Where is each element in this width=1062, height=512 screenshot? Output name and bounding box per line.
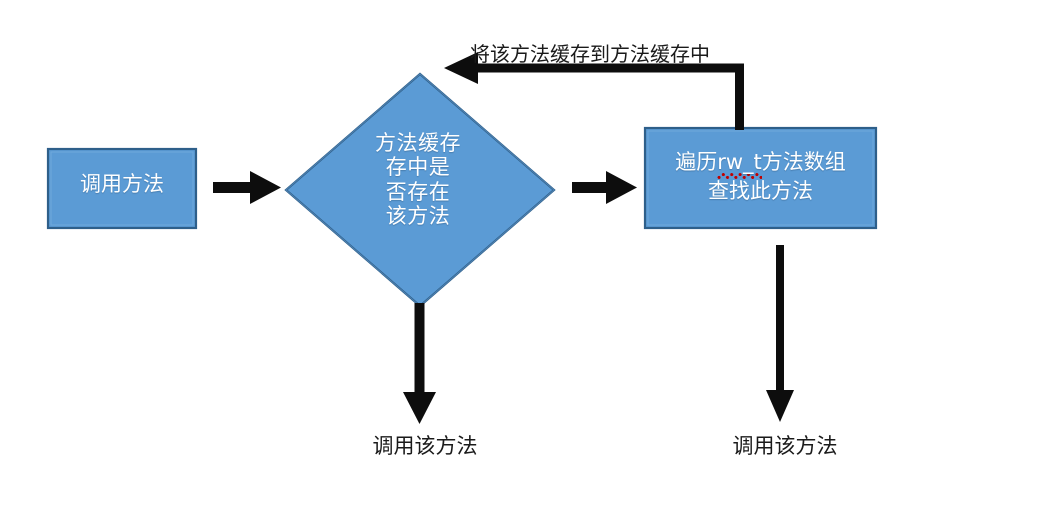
connector-traverse-back-to-decision	[444, 52, 744, 130]
node-call-method[interactable]	[46, 147, 198, 230]
node-call-method-shape	[46, 147, 198, 230]
node-traverse-methods-shape	[643, 126, 878, 230]
node-call-method-inner-highlight	[50, 151, 194, 226]
node-cache-decision-shape	[284, 72, 556, 308]
node-cache-decision[interactable]	[284, 72, 556, 308]
connector-decision-to-traverse	[572, 171, 637, 204]
node-traverse-methods-inner-highlight	[647, 130, 874, 226]
connector-traverse-to-outcome-right	[766, 245, 794, 422]
annotation-outcome-left: 调用该方法	[372, 434, 478, 458]
annotation-outcome-right: 调用该方法	[732, 434, 838, 458]
connector-decision-to-outcome-left	[403, 303, 436, 424]
annotation-cache-back-label: 将该方法缓存到方法缓存中	[470, 42, 710, 66]
node-traverse-methods[interactable]	[643, 126, 878, 230]
connector-call-to-decision	[213, 171, 281, 204]
